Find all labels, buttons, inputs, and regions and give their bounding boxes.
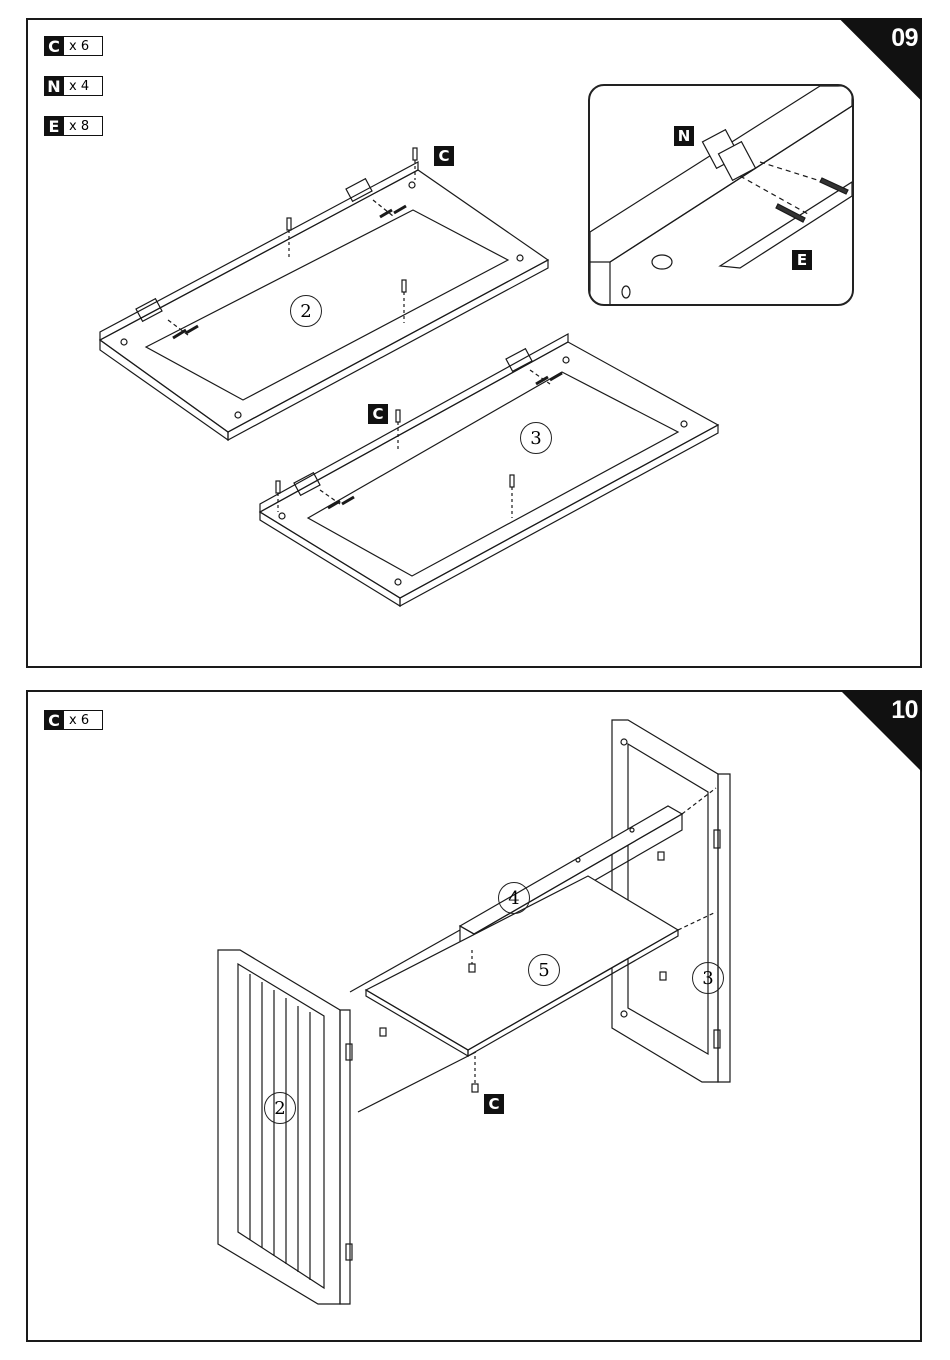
panel-3-number-label: 3 [520,422,552,454]
back-rail-4-number-label: 4 [498,882,530,914]
side-panel-2-number-label: 2 [264,1092,296,1124]
panel-2-number-label: 2 [290,295,322,327]
shelf-5-number-label: 5 [528,954,560,986]
step-10-panel: 10 C x 6 [26,690,922,1342]
screw-e-tag: E [792,250,812,270]
dowel-c-tag: C [434,146,454,166]
step-09-panel: 09 C x 6 N x 4 E x 8 [26,18,922,668]
hinge-n-tag: N [674,126,694,146]
hinge-detail-drawing [590,86,852,304]
dowel-c-tag: C [368,404,388,424]
dowel-c-tag: C [484,1094,504,1114]
side-panel-2 [218,950,352,1304]
side-panel-3-number-label: 3 [692,962,724,994]
hinge-detail-inset: N E [588,84,854,306]
step-10-illustration [28,692,920,1340]
